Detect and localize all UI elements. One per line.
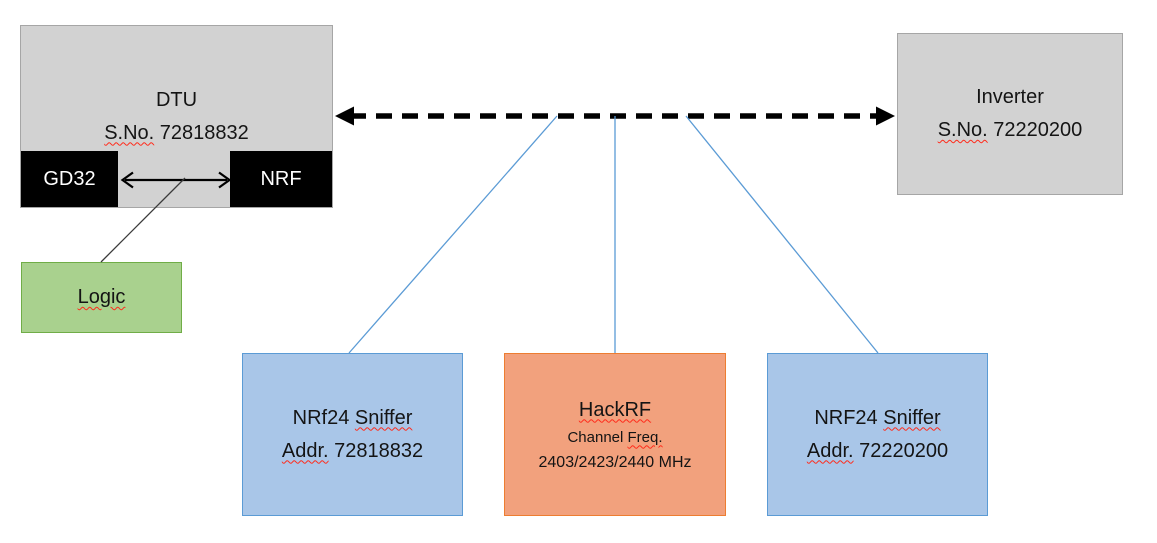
dtu-serial-number: 72818832 [159, 121, 249, 144]
sniffer-left-model: NRf24 [292, 406, 350, 429]
dtu-title: DTU [155, 88, 198, 111]
sniffer-right-addr-line: Addr. 72220200 [807, 435, 948, 468]
sniffer-left-node: NRf24 Sniffer Addr. 72818832 [242, 353, 463, 516]
sniffer-left-role: Sniffer [354, 406, 413, 429]
dtu-node: DTU S.No. 72818832 GD32 NRF [20, 25, 333, 208]
nrf-chip: NRF [230, 151, 332, 207]
sniffer-right-connector-line [685, 115, 879, 354]
logic-node: Logic [21, 262, 182, 333]
inverter-title: Inverter [976, 86, 1044, 108]
hackrf-freq-word: Freq. [627, 428, 663, 446]
inverter-serial-line: S.No. 72220200 [938, 114, 1083, 147]
sniffer-left-title-line: NRf24 Sniffer [293, 402, 413, 435]
hackrf-node: HackRF Channel Freq. 2403/2423/2440 MHz [504, 353, 726, 516]
sniffer-right-node: NRF24 Sniffer Addr. 72220200 [767, 353, 988, 516]
gd32-chip: GD32 [21, 151, 118, 207]
sniffer-left-address: 72818832 [334, 439, 424, 462]
dtu-serial-label: S.No. [104, 121, 155, 144]
hackrf-frequencies: 2403/2423/2440 MHz [538, 453, 692, 471]
inverter-node: Inverter S.No. 72220200 [897, 33, 1123, 195]
arrowhead-right-icon [876, 106, 895, 126]
dtu-serial-line: S.No. 72818832 [104, 117, 249, 150]
sniffer-right-address: 72220200 [859, 439, 949, 462]
sniffer-left-addr-line: Addr. 72818832 [282, 435, 423, 468]
sniffer-right-model: NRF24 [814, 406, 878, 429]
sniffer-left-addr-label: Addr. [281, 439, 329, 462]
hackrf-title: HackRF [578, 398, 652, 421]
hackrf-channel-line: Channel Freq. [567, 425, 662, 450]
sniffer-right-title-line: NRF24 Sniffer [814, 402, 940, 435]
logic-label: Logic [77, 286, 126, 308]
hackrf-channel-word: Channel [567, 428, 624, 446]
dtu-inverter-dashed-arrow [335, 106, 895, 126]
inverter-serial-label: S.No. [937, 119, 988, 141]
sniffer-right-role: Sniffer [883, 406, 941, 429]
sniffer-left-connector-line [348, 115, 558, 354]
arrowhead-left-icon [335, 106, 354, 126]
inverter-serial-number: 72220200 [993, 119, 1083, 141]
sniffer-right-addr-label: Addr. [806, 439, 854, 462]
